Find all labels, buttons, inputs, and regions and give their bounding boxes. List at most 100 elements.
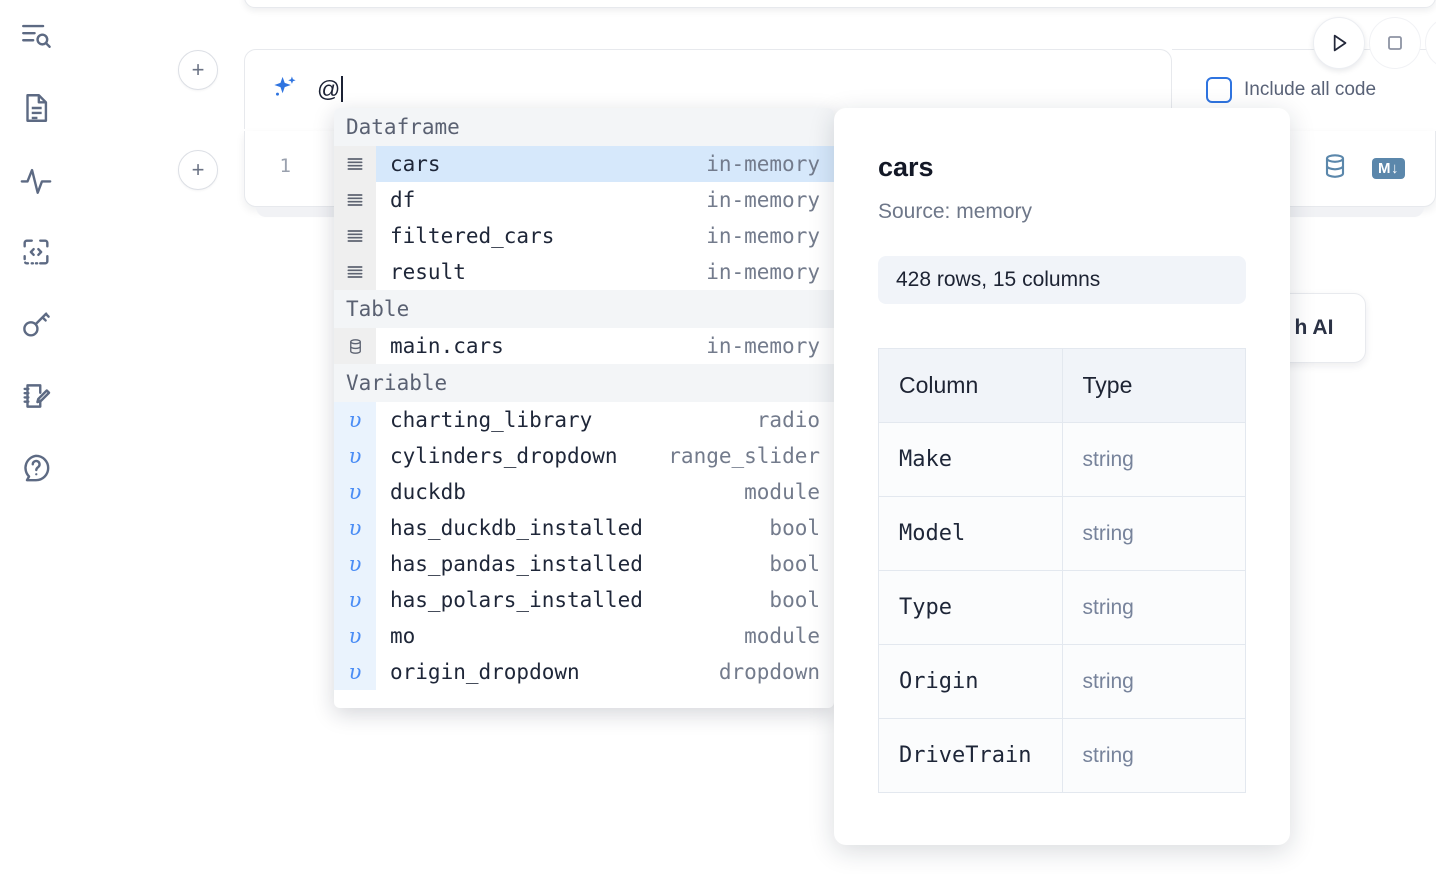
info-panel-shape: 428 rows, 15 columns <box>878 256 1246 304</box>
table-header-row: Column Type <box>878 348 1246 423</box>
explore-icon[interactable] <box>14 14 58 58</box>
variable-icon: υ <box>334 654 376 690</box>
type-header-cell: Type <box>1061 348 1246 423</box>
previous-cell-stub <box>244 0 1436 8</box>
autocomplete-section-header: Table <box>334 290 834 328</box>
autocomplete-item-type: bool <box>769 516 820 540</box>
include-all-code-label: Include all code <box>1244 79 1377 100</box>
autocomplete-item-name: has_duckdb_installed <box>390 516 643 540</box>
autocomplete-item-name: cars <box>390 152 441 176</box>
add-cell-button-bottom[interactable]: + <box>178 150 218 190</box>
autocomplete-item-type: in-memory <box>706 224 820 248</box>
variable-icon: υ <box>334 618 376 654</box>
markdown-badge[interactable]: M↓ <box>1372 158 1405 179</box>
column-name-cell: Origin <box>878 644 1063 719</box>
left-icon-rail <box>0 0 72 874</box>
autocomplete-item-name: df <box>390 188 416 212</box>
autocomplete-item-type: in-memory <box>706 188 820 212</box>
code-icon[interactable] <box>14 230 58 274</box>
info-panel-source: Source: memory <box>878 200 1033 223</box>
autocomplete-section-header: Variable <box>334 364 834 402</box>
variable-icon: υ <box>334 438 376 474</box>
autocomplete-item-name: main.cars <box>390 334 504 358</box>
autocomplete-item-type: in-memory <box>706 334 820 358</box>
autocomplete-item-name: charting_library <box>390 408 593 432</box>
autocomplete-item-name: filtered_cars <box>390 224 555 248</box>
more-actions-button[interactable] <box>1425 17 1436 69</box>
column-type-cell: string <box>1061 718 1246 793</box>
autocomplete-item-type: in-memory <box>706 152 820 176</box>
variable-icon: υ <box>334 510 376 546</box>
sparkle-icon <box>267 72 301 106</box>
ai-prompt-input[interactable]: @ <box>317 72 1137 106</box>
autocomplete-item-content: cylinders_dropdown range_slider <box>376 438 834 474</box>
scratchpad-icon[interactable] <box>14 374 58 418</box>
activity-icon[interactable] <box>14 158 58 202</box>
autocomplete-item[interactable]: υ cylinders_dropdown range_slider <box>334 438 834 474</box>
table-icon <box>334 328 376 364</box>
autocomplete-item[interactable]: υ has_duckdb_installed bool <box>334 510 834 546</box>
autocomplete-item[interactable]: df in-memory <box>334 182 834 218</box>
dataframe-icon <box>334 182 376 218</box>
include-all-code-checkbox[interactable] <box>1206 77 1232 103</box>
text-caret <box>341 76 344 102</box>
run-button[interactable] <box>1313 17 1365 69</box>
variable-icon: υ <box>334 402 376 438</box>
autocomplete-item[interactable]: main.cars in-memory <box>334 328 834 364</box>
add-cell-button-top[interactable]: + <box>178 50 218 90</box>
autocomplete-item-name: has_pandas_installed <box>390 552 643 576</box>
include-all-code-row[interactable]: Include all code <box>1206 77 1376 103</box>
dataframe-icon <box>334 218 376 254</box>
autocomplete-item-content: df in-memory <box>376 182 834 218</box>
autocomplete-item-content: has_duckdb_installed bool <box>376 510 834 546</box>
autocomplete-item-name: cylinders_dropdown <box>390 444 618 468</box>
document-icon[interactable] <box>14 86 58 130</box>
autocomplete-item[interactable]: cars in-memory <box>334 146 834 182</box>
autocomplete-item-content: main.cars in-memory <box>376 328 834 364</box>
autocomplete-item-type: module <box>744 480 820 504</box>
column-name-cell: DriveTrain <box>878 718 1063 793</box>
autocomplete-item[interactable]: υ charting_library radio <box>334 402 834 438</box>
help-icon[interactable] <box>14 446 58 490</box>
autocomplete-item-type: radio <box>756 408 820 432</box>
autocomplete-item-type: range_slider <box>668 444 820 468</box>
column-name-cell: Make <box>878 422 1063 497</box>
dataframe-info-panel: cars Source: memory 428 rows, 15 columns… <box>834 108 1290 845</box>
stop-button[interactable] <box>1369 17 1421 69</box>
autocomplete-item-content: filtered_cars in-memory <box>376 218 834 254</box>
autocomplete-item-content: duckdb module <box>376 474 834 510</box>
cell-icon-group: M↓ <box>1320 151 1405 186</box>
autocomplete-item-type: module <box>744 624 820 648</box>
variable-icon: υ <box>334 582 376 618</box>
key-icon[interactable] <box>14 302 58 346</box>
autocomplete-item-name: duckdb <box>390 480 466 504</box>
column-type-cell: string <box>1061 496 1246 571</box>
autocomplete-item-type: dropdown <box>718 660 820 684</box>
column-type-cell: string <box>1061 644 1246 719</box>
autocomplete-item-content: charting_library radio <box>376 402 834 438</box>
variable-icon: υ <box>334 474 376 510</box>
autocomplete-item[interactable]: filtered_cars in-memory <box>334 218 834 254</box>
variable-icon: υ <box>334 546 376 582</box>
autocomplete-item-content: cars in-memory <box>376 146 834 182</box>
database-icon[interactable] <box>1320 151 1350 186</box>
autocomplete-section-header: Dataframe <box>334 108 834 146</box>
